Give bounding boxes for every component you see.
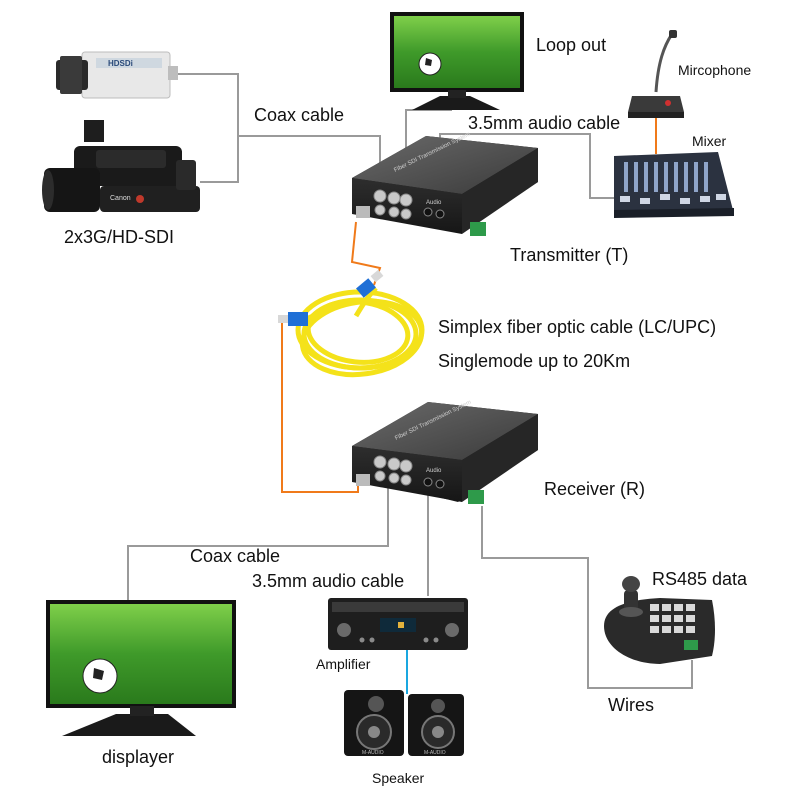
camcorder-image: Canon [42, 120, 200, 212]
camcorder-brand: Canon [110, 195, 131, 202]
rs485-label: RS485 data [652, 569, 748, 589]
displayer-label: displayer [102, 747, 175, 767]
transmitter-audio-port: Audio [426, 200, 442, 206]
receiver-audio-port: Audio [426, 468, 442, 474]
speaker-label: Speaker [372, 770, 425, 786]
fiber-coil [295, 286, 425, 378]
microphone-image [628, 30, 684, 118]
rs485-wires [481, 506, 693, 689]
fiber-distance-label: Singlemode up to 20Km [438, 351, 631, 371]
camera-brand: HDSDi [108, 59, 133, 68]
audio-cable-bottom-label: 3.5mm audio cable [252, 571, 405, 591]
speaker-brand-left: M-AUDIO [362, 750, 384, 756]
audio-cable-top-label: 3.5mm audio cable [468, 113, 621, 133]
transmitter-label: Transmitter (T) [510, 245, 629, 265]
receiver-image: Fiber SDI Transmission System Audio [352, 400, 538, 504]
loop-out-monitor-image [390, 12, 524, 110]
coax-cable-top [176, 73, 381, 183]
lc-connector-left [278, 312, 308, 326]
speakers-image: M-AUDIO M-AUDIO [344, 690, 464, 756]
box-camera-image: HDSDi [56, 51, 178, 99]
coax-cable-bottom-label: Coax cable [190, 546, 281, 566]
coax-cable-bottom [127, 486, 389, 600]
amplifier-label: Amplifier [316, 656, 371, 672]
wires-label: Wires [608, 695, 654, 715]
transmitter-image: Fiber SDI Transmission System Audio [352, 132, 538, 236]
speaker-brand-right: M-AUDIO [424, 750, 446, 756]
loop-out-label: Loop out [536, 35, 607, 55]
displayer-monitor-image [46, 600, 236, 736]
amplifier-image [328, 598, 468, 650]
microphone-label: Mircophone [678, 62, 752, 78]
rs485-controller-image [604, 576, 715, 664]
sdi-inputs-label: 2x3G/HD-SDI [64, 227, 175, 247]
receiver-label: Receiver (R) [544, 479, 646, 499]
mixer-image [614, 152, 734, 218]
lc-connector-top [356, 269, 384, 298]
mixer-label: Mixer [692, 133, 727, 149]
coax-cable-top-label: Coax cable [254, 105, 345, 125]
fiber-cable-label: Simplex fiber optic cable (LC/UPC) [438, 317, 717, 337]
